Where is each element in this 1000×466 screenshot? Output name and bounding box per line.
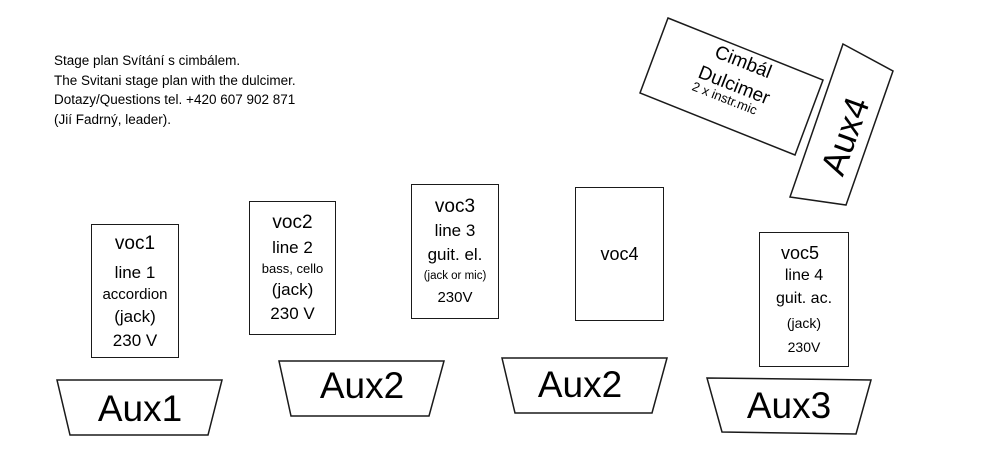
voc3-power: 230V	[437, 288, 473, 306]
voc3-connection: (jack or mic)	[423, 269, 487, 282]
voc3-line: line 3	[434, 220, 476, 240]
voc1-connection: (jack)	[114, 307, 156, 326]
dulcimer-shape	[639, 17, 824, 156]
position-voc1: voc1 line 1 accordion (jack) 230 V	[91, 224, 179, 358]
monitor-aux2-left-label: Aux2	[320, 365, 404, 406]
monitor-aux1-label: Aux1	[98, 388, 182, 429]
position-voc4: voc4	[575, 187, 664, 321]
monitor-aux2-right-shape	[501, 357, 668, 414]
voc5-instrument: guit. ac.	[775, 289, 833, 307]
voc5-label: voc5	[780, 242, 820, 263]
voc1-line: line 1	[114, 263, 156, 282]
header-line-contact: Dotazy/Questions tel. +420 607 902 871	[54, 92, 296, 107]
voc5-line: line 4	[784, 266, 824, 284]
voc3-instrument: guit. el.	[427, 244, 483, 264]
voc2-label: voc2	[272, 212, 313, 233]
monitor-aux2-right-label: Aux2	[538, 364, 622, 405]
voc2-connection: (jack)	[271, 280, 314, 299]
monitor-aux2-right: Aux2	[501, 357, 668, 414]
header-line-leader: (Jií Fadrný, leader).	[54, 111, 172, 127]
stage-plan-header: Stage plan Svítání s cimbálem. The Svita…	[54, 51, 296, 129]
monitor-aux2-left: Aux2	[278, 360, 445, 417]
monitor-aux3-shape	[706, 377, 872, 435]
monitor-aux1-shape	[56, 379, 223, 436]
header-line-title-en: The Svitani stage plan with the dulcimer…	[54, 72, 296, 88]
voc2-instrument: bass, cello	[261, 261, 324, 276]
voc5-connection: (jack)	[786, 314, 822, 331]
voc3-label: voc3	[434, 195, 476, 217]
position-voc2: voc2 line 2 bass, cello (jack) 230 V	[249, 201, 336, 335]
position-voc5: voc5 line 4 guit. ac. (jack) 230V	[759, 232, 849, 367]
monitor-aux3-label: Aux3	[747, 385, 831, 426]
monitor-aux2-left-shape	[278, 360, 445, 417]
voc2-line: line 2	[272, 238, 313, 257]
voc1-label: voc1	[114, 233, 156, 254]
voc2-power: 230 V	[270, 304, 315, 323]
voc1-instrument: accordion	[102, 286, 168, 303]
voc1-power: 230 V	[112, 331, 158, 350]
monitor-aux3: Aux3	[706, 377, 872, 435]
voc5-power: 230V	[787, 338, 821, 355]
position-voc3: voc3 line 3 guit. el. (jack or mic) 230V	[411, 184, 499, 319]
monitor-aux1: Aux1	[56, 379, 223, 436]
dulcimer-position: Cimbál Dulcimer 2 x instr.mic	[639, 17, 824, 156]
monitor-aux4-shape	[788, 42, 894, 206]
header-line-title-cz: Stage plan Svítání s cimbálem.	[54, 53, 241, 68]
voc4-label: voc4	[600, 243, 639, 264]
